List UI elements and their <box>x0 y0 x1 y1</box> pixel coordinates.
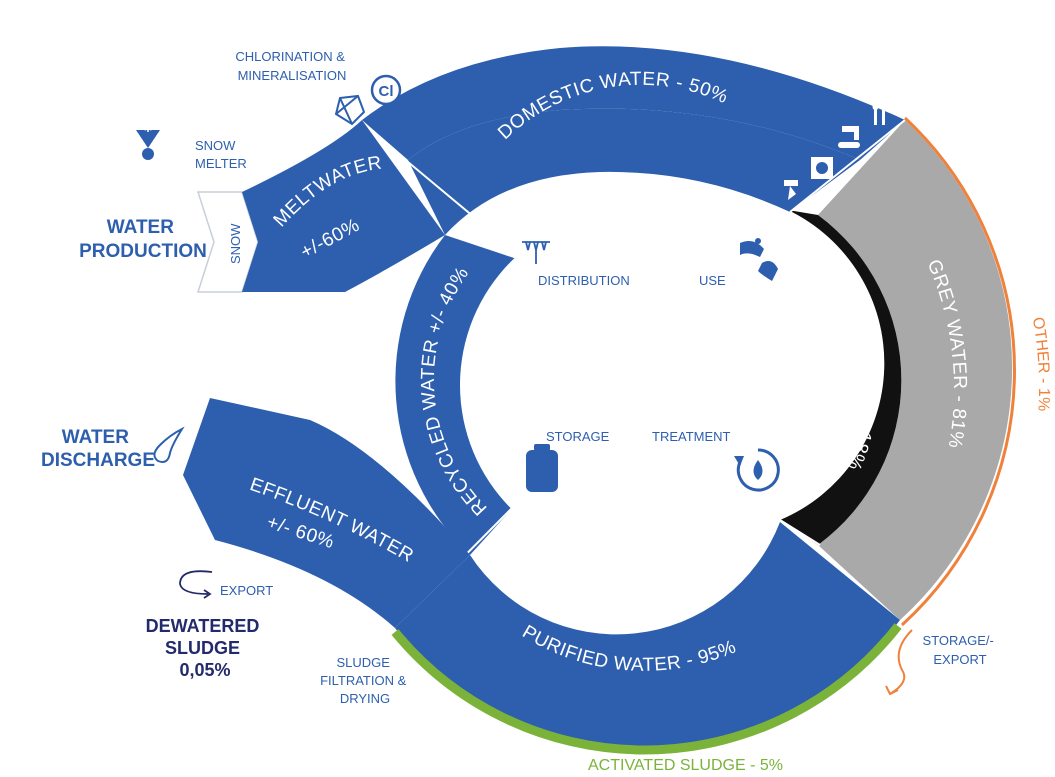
dewatered-sludge-line3: 0,05% <box>179 660 230 680</box>
svg-text:SNOW MELTER: SNOW MELTER <box>195 138 247 171</box>
storage-arrow-icon <box>885 629 913 696</box>
outer-ring <box>359 46 1016 755</box>
svg-text:CHLORINATION & MINERALISAT: CHLORINATION & MINERALISATION <box>235 49 348 83</box>
dewatered-sludge-line2: SLUDGE <box>165 638 240 658</box>
faucet-icon <box>838 126 860 148</box>
storage-export-line2: EXPORT <box>933 652 986 667</box>
sludge-filtration-line2: FILTRATION & <box>320 673 407 688</box>
storage-export-line1: STORAGE/- <box>923 633 994 648</box>
hands-icon <box>740 238 778 281</box>
sludge-filtration-line1: SLUDGE <box>336 655 390 670</box>
water-production-line1: WATER <box>107 217 174 238</box>
use-label: USE <box>699 273 726 288</box>
drinking-water-band <box>362 46 905 160</box>
snow-label: SNOW <box>228 223 243 264</box>
drop-icon <box>753 460 763 480</box>
svg-text:OTHER - 1%: OTHER - 1% <box>1029 316 1052 412</box>
svg-text:SNOW: SNOW <box>228 223 243 264</box>
shower-icon <box>784 180 798 200</box>
chlorine-symbol: Cl <box>379 83 394 100</box>
treatment-label: TREATMENT <box>652 429 731 444</box>
water-tank-icon <box>526 444 558 492</box>
chlorine-icon: Cl <box>370 74 402 106</box>
svg-text:WATER PRODUCTION: WATER PRODUCTION <box>79 217 207 262</box>
snow-melter-line2: MELTER <box>195 156 247 171</box>
activated-sludge-arc <box>391 623 902 755</box>
water-discharge-line1: WATER <box>62 427 129 448</box>
svg-text:STORAGE/- EXPORT: STORAGE/- EXPORT <box>923 633 998 667</box>
domestic-water-band <box>408 108 860 235</box>
sludge-filtration-line3: DRYING <box>340 691 390 706</box>
chlorination-line2: MINERALISATION <box>238 68 347 83</box>
effluent-water-band <box>183 398 470 628</box>
export-label: EXPORT <box>220 583 273 598</box>
snow-melter-line1: SNOW <box>195 138 236 153</box>
discharge-drop-icon <box>153 426 185 463</box>
export-arrow-icon <box>179 570 213 599</box>
svg-text:WATER DISCHARGE: WATER DISCHARGE <box>41 427 155 471</box>
water-production-line2: PRODUCTION <box>79 241 207 262</box>
other-arc <box>900 116 1016 627</box>
treatment-cycle-icon <box>734 448 780 492</box>
shower-head-icon <box>767 205 785 223</box>
black-water-band <box>780 210 902 545</box>
chlorination-line1: CHLORINATION & <box>235 49 345 64</box>
water-discharge-line2: DISCHARGE <box>41 450 155 471</box>
svg-text:SLUDGE FILTRATION & DR: SLUDGE FILTRATION & DRYING <box>320 655 410 706</box>
washing-machine-icon <box>811 157 833 179</box>
svg-text:✻: ✻ <box>143 122 152 135</box>
distribution-icon <box>522 241 550 264</box>
effluent-flow <box>183 398 470 628</box>
cutlery-icon <box>872 104 887 125</box>
snowflake-drop-icon: ✻ <box>136 122 160 160</box>
svg-text:DEWATERED SLUDGE 0,05%: DEWATERED SLUDGE 0,05% <box>146 616 265 680</box>
meltwater-band <box>242 120 445 292</box>
other-label: OTHER - 1% <box>1029 316 1052 412</box>
dewatered-sludge-line1: DEWATERED <box>146 616 260 636</box>
distribution-label: DISTRIBUTION <box>538 273 630 288</box>
storage-label: STORAGE <box>546 429 610 444</box>
crystal-icon <box>334 94 366 126</box>
activated-sludge-label: ACTIVATED SLUDGE - 5% <box>588 757 783 774</box>
purified-water-band <box>395 522 900 748</box>
meltwater-flow <box>196 120 445 293</box>
center-disc <box>460 210 810 560</box>
grey-water-band <box>818 120 1013 620</box>
